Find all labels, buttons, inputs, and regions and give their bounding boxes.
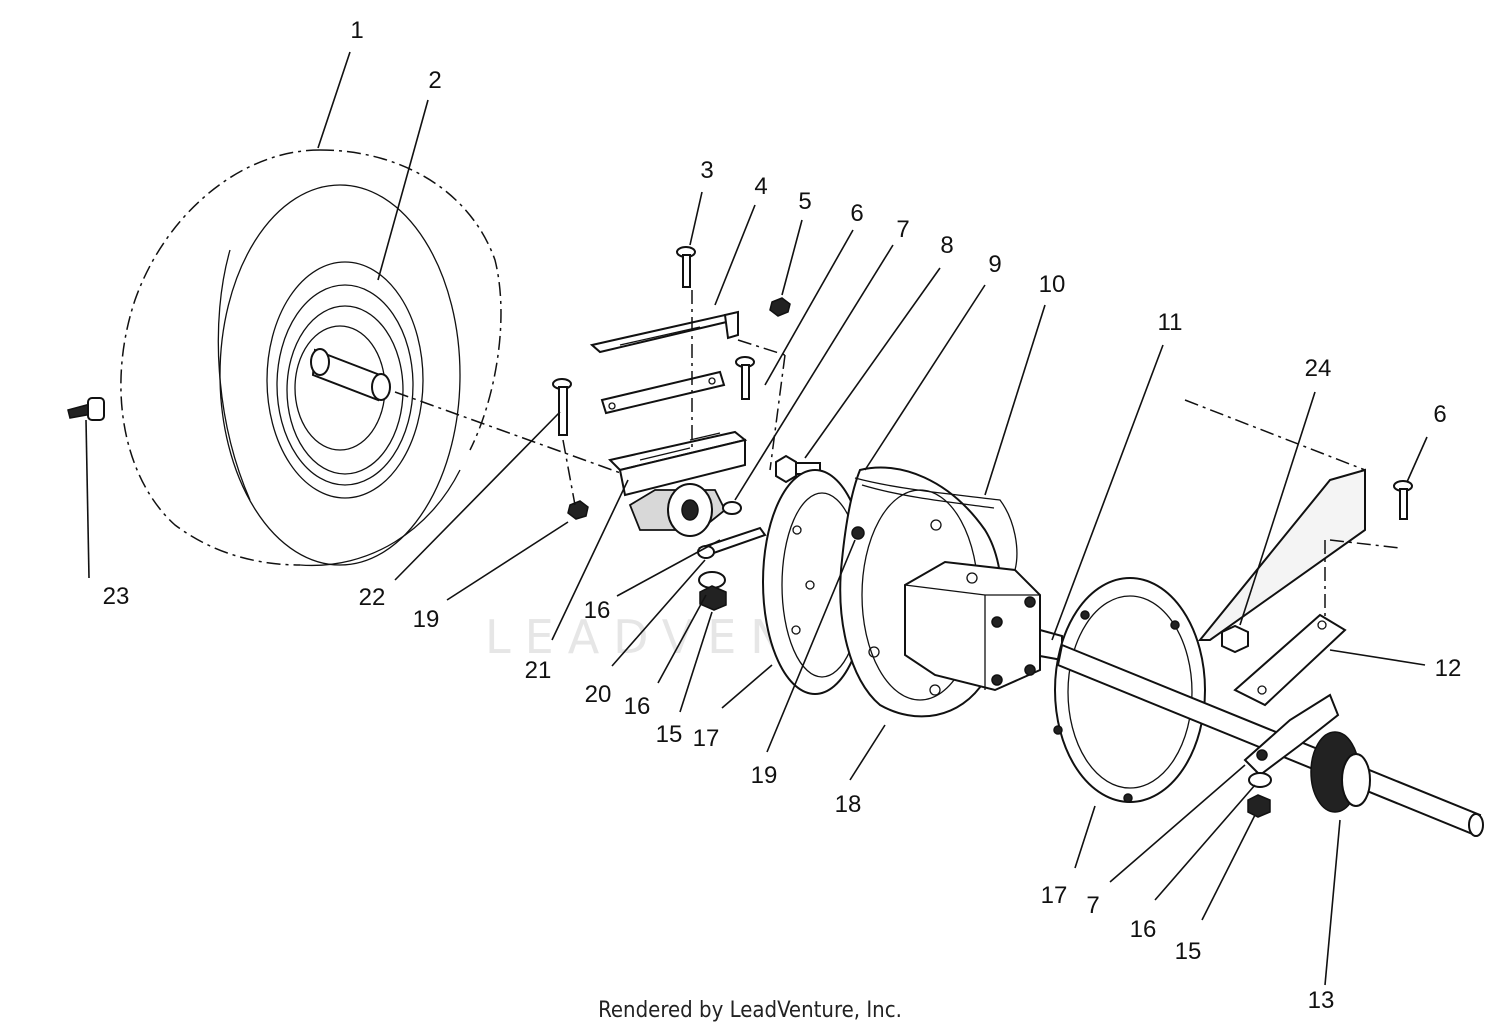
callout-19-left: 19 [413,606,440,633]
gear-case[interactable] [904,560,1041,692]
carriage-bolt-right[interactable] [1393,480,1413,520]
carriage-bolt-middle[interactable] [735,356,755,400]
hex-nut-19-left[interactable] [567,500,589,520]
wheel-tire[interactable] [120,149,502,567]
callout-2: 2 [428,67,441,94]
callout-16-mid: 16 [624,693,651,720]
callout-5: 5 [798,188,811,215]
hex-nut-24[interactable] [1221,624,1249,654]
callout-4: 4 [754,173,767,200]
callout-17-right: 17 [1041,882,1068,909]
callout-6-right: 6 [1433,401,1446,428]
hex-nut-upper[interactable] [769,297,791,317]
callout-21: 21 [525,657,552,684]
long-bolt[interactable] [552,378,572,436]
callout-1: 1 [350,17,363,44]
upper-strap[interactable] [589,310,739,354]
footer-credit: Rendered by LeadVenture, Inc. [598,998,902,1023]
hex-nut-15-left[interactable] [699,585,727,611]
flange-bearing[interactable] [1310,731,1371,813]
callout-9: 9 [988,251,1001,278]
callout-8: 8 [940,232,953,259]
spacer-plate[interactable] [600,370,726,415]
callout-10: 10 [1039,271,1066,298]
frame-channel[interactable] [1184,399,1366,641]
leader-lines [85,51,1428,986]
callout-23: 23 [103,583,130,610]
lock-washer-right[interactable] [1248,772,1272,788]
callout-15-right: 15 [1175,938,1202,965]
pillow-block-bearing[interactable] [628,483,727,537]
cotter-key[interactable] [697,526,767,559]
callout-7: 7 [896,216,909,243]
callout-17-left: 17 [693,725,720,752]
drive-chain[interactable] [854,477,1018,571]
callout-13: 13 [1308,987,1335,1014]
hex-nut-15-right[interactable] [1247,794,1271,818]
callout-6: 6 [850,200,863,227]
callout-11: 11 [1158,309,1183,336]
bearing-bracket[interactable] [608,430,748,497]
carriage-bolt-upper[interactable] [676,246,696,288]
callout-16-top: 16 [584,597,611,624]
callout-16-right: 16 [1130,916,1157,943]
callout-24: 24 [1305,355,1332,382]
bearing-strap-12[interactable] [1233,613,1347,707]
washer-small[interactable] [722,501,742,515]
callout-18: 18 [835,791,862,818]
callout-7-right: 7 [1086,892,1099,919]
callout-22: 22 [359,584,386,611]
valve-stem[interactable] [67,397,105,421]
callout-3: 3 [700,157,713,184]
callout-19-bottom: 19 [751,762,778,789]
callout-15-left: 15 [656,721,683,748]
callout-20: 20 [585,681,612,708]
callout-labels: 1 2 3 4 5 6 7 8 9 10 11 24 6 12 23 22 19… [103,17,1462,1014]
wheel-hub[interactable] [266,261,424,499]
callout-12: 12 [1435,655,1462,682]
